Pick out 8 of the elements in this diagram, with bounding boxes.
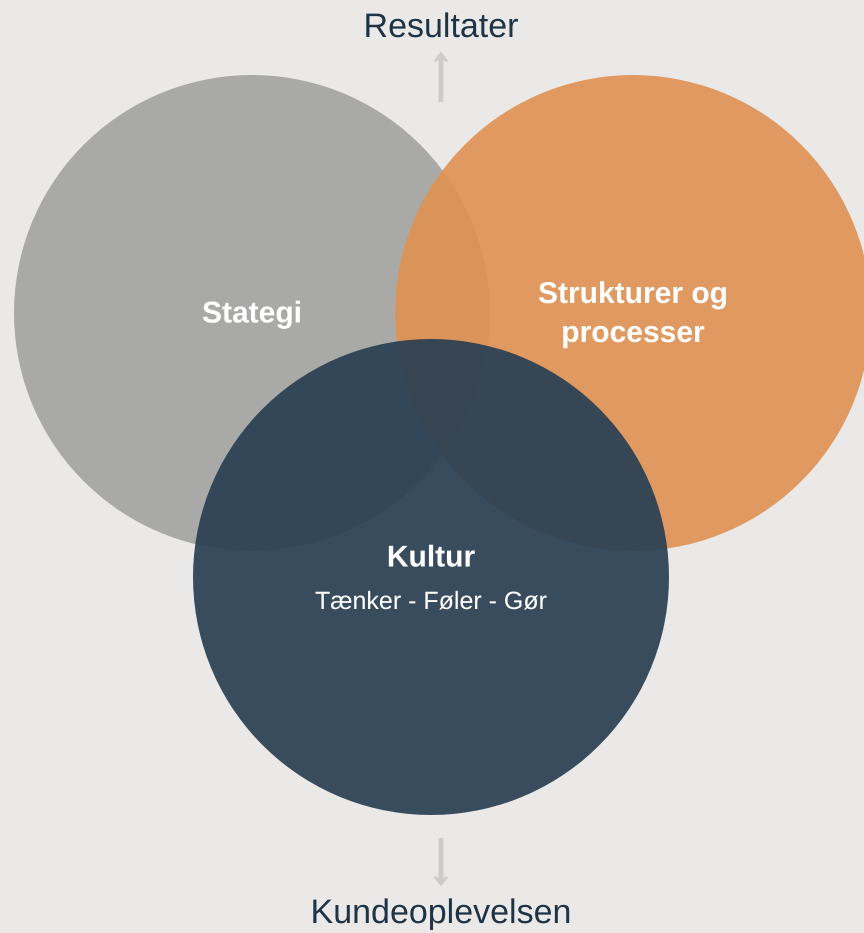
- circle-title: Stategi: [200, 296, 304, 332]
- circle-title: Strukturer og processer: [536, 276, 730, 351]
- arrow: [434, 838, 448, 886]
- arrow: [434, 52, 448, 102]
- outcome-text: Resultater: [241, 6, 641, 46]
- circle-subtitle: Tænker - Føler - Gør: [314, 586, 548, 617]
- circle-title: Kultur: [386, 540, 476, 576]
- outcome-text: Kundeoplevelsen: [241, 892, 641, 932]
